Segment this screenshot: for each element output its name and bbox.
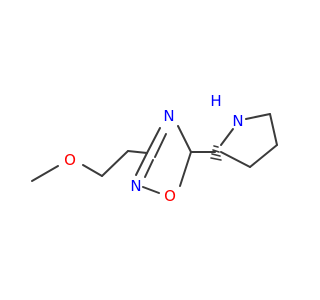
atom-pyrrolidine-n: N [232,112,243,130]
bond-cc-c2 [220,151,251,168]
bond-methyl-o [31,165,59,182]
atom-ring-oxygen: O [164,187,176,205]
bond-o1-n2 [142,186,160,194]
atom-methoxy-oxygen: O [64,151,76,169]
bond-c3-n4-double [154,133,167,158]
atom-ring-n4: N [163,107,174,125]
atom-labels: O N N O H N [64,92,244,205]
hash-line [213,145,219,148]
bond-cb-cc [249,144,278,168]
bond-c3-n4 [146,127,161,154]
atom-pyrrolidine-h: H [210,92,221,110]
stereo-hashed-wedge [210,145,222,161]
bond-n4-c5 [177,125,192,153]
bond-ch2a-ch2b [101,150,129,177]
hash-line [210,157,222,161]
bond-n-ca [245,113,271,120]
hash-line [211,153,221,157]
bond-n2-c3 [135,152,148,176]
atom-ring-n2: N [130,177,141,195]
bond-n2-c3-double [144,159,154,178]
bonds [31,113,278,194]
molecule-structure: O N N O H N [31,92,278,205]
bond-ca-cb [269,113,278,146]
bond-c2-n [220,128,234,146]
bond-c5-o1 [179,151,192,187]
bond-ch2b-c3 [127,150,148,154]
bond-o-ch2a [82,164,103,177]
hash-line [212,149,220,153]
